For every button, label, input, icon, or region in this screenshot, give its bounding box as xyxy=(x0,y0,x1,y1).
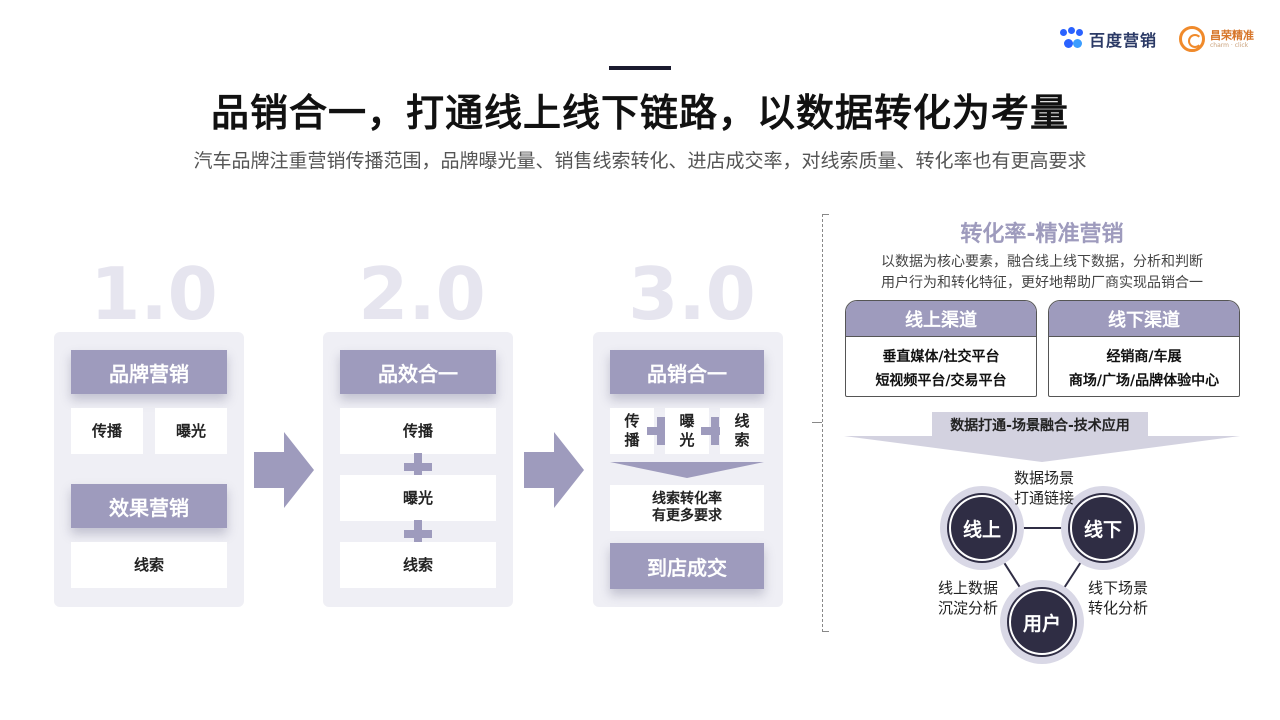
section-divider xyxy=(822,214,829,632)
version-3-label: 3.0 xyxy=(628,252,756,336)
partner-logo-cn: 昌荣精准 xyxy=(1210,28,1254,42)
stage-arrow-icon xyxy=(524,432,584,508)
stage-1-item: 线索 xyxy=(71,542,227,588)
data-integration-banner: 数据打通-场景融合-技术应用 xyxy=(932,412,1148,438)
stage-arrow-icon xyxy=(254,432,314,508)
stage-1-item: 曝光 xyxy=(155,408,227,454)
user-node-label: 用户 xyxy=(1009,589,1075,655)
baidu-logo-text: 百度营销 xyxy=(1088,31,1157,50)
online-channel-title: 线上渠道 xyxy=(846,301,1036,337)
plus-icon xyxy=(647,417,675,445)
annotation-right: 线下场景 转化分析 xyxy=(1087,579,1148,618)
baidu-logo: 百度营销 xyxy=(1059,27,1157,51)
annotation-top: 数据场景 打通链接 xyxy=(1013,469,1074,508)
version-1-label: 1.0 xyxy=(90,252,218,336)
version-2-label: 2.0 xyxy=(358,252,486,336)
brand-marketing-header: 品牌营销 xyxy=(71,350,227,394)
stage-2-item: 线索 xyxy=(340,542,496,588)
funnel-triangle-icon xyxy=(844,436,1240,462)
brand-sales-header: 品销合一 xyxy=(610,350,764,394)
header-logos: 百度营销 昌荣精准 charm · click xyxy=(1059,26,1254,52)
brand-effect-header: 品效合一 xyxy=(340,350,496,394)
stage-2-item: 传播 xyxy=(340,408,496,454)
online-channel-card: 线上渠道 垂直媒体/社交平台 短视频平台/交易平台 xyxy=(845,300,1037,397)
precision-marketing-desc: 以数据为核心要素，融合线上线下数据，分析和判断 用户行为和转化特征，更好地帮助厂… xyxy=(881,254,1203,291)
store-deal-footer: 到店成交 xyxy=(610,543,764,589)
baidu-paw-icon xyxy=(1059,27,1084,51)
page-title: 品销合一，打通线上线下链路，以数据转化为考量 xyxy=(210,91,1069,135)
partner-logo: 昌荣精准 charm · click xyxy=(1179,26,1254,52)
stage-3-item: 曝 光 xyxy=(665,408,709,454)
precision-marketing-title: 转化率-精准营销 xyxy=(960,222,1124,247)
offline-channel-line: 商场/广场/品牌体验中心 xyxy=(1068,373,1220,389)
title-accent-bar xyxy=(609,66,671,70)
stage-2-item: 曝光 xyxy=(340,475,496,521)
online-node: 线上 xyxy=(940,486,1024,570)
effect-marketing-header: 效果营销 xyxy=(71,484,227,528)
online-channel-line: 短视频平台/交易平台 xyxy=(875,373,1007,389)
offline-channel-title: 线下渠道 xyxy=(1049,301,1239,337)
plus-icon xyxy=(404,453,432,481)
divider-tick xyxy=(812,422,822,423)
down-chevron-icon xyxy=(610,462,764,478)
stage-3-item: 线 索 xyxy=(720,408,764,454)
stage-1-panel: 品牌营销 传播 曝光 效果营销 线索 xyxy=(54,332,244,607)
stage-2-panel: 品效合一 传播 曝光 线索 xyxy=(323,332,513,607)
stage-1-item: 传播 xyxy=(71,408,143,454)
page-subtitle: 汽车品牌注重营销传播范围，品牌曝光量、销售线索转化、进店成交率，对线索质量、转化… xyxy=(193,150,1087,172)
offline-channel-line: 经销商/车展 xyxy=(1106,349,1182,365)
partner-c-icon xyxy=(1179,26,1205,52)
annotation-left: 线上数据 沉淀分析 xyxy=(937,579,998,618)
stage-3-item: 传 播 xyxy=(610,408,654,454)
offline-node-label: 线下 xyxy=(1070,495,1136,561)
conversion-rate-box: 线索转化率 有更多要求 xyxy=(610,485,764,531)
plus-icon xyxy=(701,417,729,445)
user-node: 用户 xyxy=(1000,580,1084,664)
offline-node: 线下 xyxy=(1061,486,1145,570)
plus-icon xyxy=(404,520,432,548)
online-node-label: 线上 xyxy=(949,495,1015,561)
partner-logo-en: charm · click xyxy=(1210,41,1249,49)
online-channel-line: 垂直媒体/社交平台 xyxy=(882,349,1000,365)
offline-channel-card: 线下渠道 经销商/车展 商场/广场/品牌体验中心 xyxy=(1048,300,1240,397)
stage-3-panel: 品销合一 传 播 曝 光 线 索 线索转化率 有更多要求 到店成交 xyxy=(593,332,783,607)
